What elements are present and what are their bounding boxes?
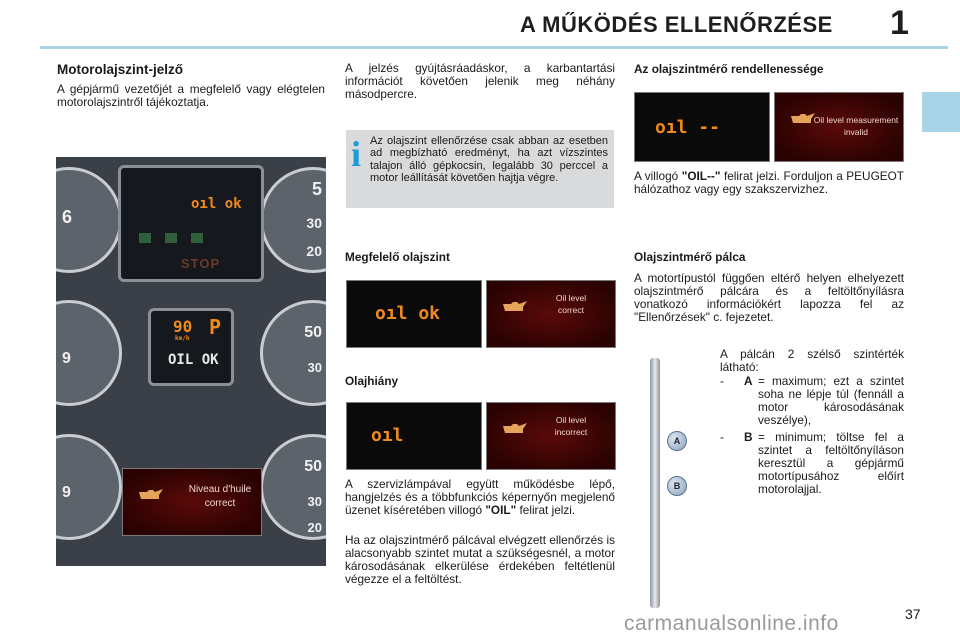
oil-ok-readout: oıl ok xyxy=(375,303,441,324)
dipstick-levels-intro: A pálcán 2 szélső szintérték látható: xyxy=(720,347,904,374)
speed-unit: km/h xyxy=(175,335,190,342)
section-heading-gauge-fault: Az olajszintmérő rendellenessége xyxy=(634,62,824,76)
chapter-side-tab xyxy=(922,92,960,132)
oil-dash-readout: oıl -- xyxy=(655,117,721,138)
speed-gauge-number-top: 5 xyxy=(311,179,322,199)
oil-readout: oıl xyxy=(371,425,404,446)
speed-gauge-number-top: 50 xyxy=(304,324,322,341)
low-oil-paragraph-2: Ha az olajszintmérő pálcával elvégzett e… xyxy=(345,533,615,586)
item-a-dash: - xyxy=(720,374,724,388)
speed-gauge-number-mid: 30 xyxy=(306,215,322,231)
speed-gauge-number-mid: 30 xyxy=(307,360,322,375)
message-line-1: Oil level xyxy=(555,293,587,303)
dipstick-paragraph: A motortípustól függően eltérő helyen el… xyxy=(634,271,904,324)
instrument-display: oıl ok STOP xyxy=(118,165,264,282)
low-oil-message: Oil level incorrect xyxy=(486,402,616,470)
speed-gauge-number-top: 50 xyxy=(304,458,322,475)
info-icon: i xyxy=(351,134,362,174)
dipstick-mark-a: A xyxy=(667,431,687,451)
oil-ok-readout: oıl ok xyxy=(191,196,242,212)
oil-can-icon xyxy=(503,301,527,311)
message-line-2: correct xyxy=(204,498,236,509)
speed-readout: 90 xyxy=(173,317,193,336)
section-heading-oil-indicator: Motorolajszint-jelző xyxy=(57,62,183,77)
watermark: carmanualsonline.info xyxy=(624,612,839,635)
info-note-box xyxy=(346,130,614,208)
message-line-1: Niveau d'huile xyxy=(188,484,252,495)
item-b-letter: B xyxy=(744,430,753,444)
item-a-letter: A xyxy=(744,374,753,388)
instrument-display: 90 km/h P xyxy=(148,308,234,386)
rev-gauge-number: 9 xyxy=(62,484,71,501)
section-heading-level-ok: Megfelelő olajszint xyxy=(345,250,450,264)
message-line-2: correct xyxy=(558,305,584,315)
item-a-text: = maximum; ezt a szintet soha ne lépje t… xyxy=(758,374,904,427)
page-number: 37 xyxy=(905,606,921,622)
level-ok-message: Oil level correct xyxy=(486,280,616,348)
stop-warning-lamp: STOP xyxy=(181,256,221,271)
level-ok-display: oıl ok xyxy=(346,280,482,348)
oil-can-icon xyxy=(503,423,527,433)
dashboard-photo-1: 6 5 30 20 oıl ok STOP xyxy=(56,157,326,290)
speed-gauge-number-mid: 30 xyxy=(307,494,322,509)
speed-gauge-number-bot: 20 xyxy=(306,243,322,259)
dipstick-illustration xyxy=(650,358,660,608)
oil-ok-readout: OIL OK xyxy=(168,352,219,368)
message-line-1: Oil level xyxy=(555,415,587,425)
rev-gauge-number: 9 xyxy=(62,350,71,367)
message-line-2: incorrect xyxy=(554,427,588,437)
warning-lamp-row xyxy=(139,230,239,244)
header-rule xyxy=(40,46,948,49)
intro-paragraph: A gépjármű vezetőjét a megfelelő vagy el… xyxy=(57,82,325,109)
display-timing-paragraph: A jelzés gyújtásráadáskor, a karbantartá… xyxy=(345,61,615,101)
message-display: Niveau d'huile correct xyxy=(122,468,262,536)
dipstick-mark-b: B xyxy=(667,476,687,496)
item-b-text: = minimum; töltse fel a szintet a feltöl… xyxy=(758,430,904,496)
speed-gauge xyxy=(260,300,326,406)
low-oil-paragraph-1: A szervizlámpával együtt működésbe lépő,… xyxy=(345,477,615,517)
dashboard-photo-3: 9 50 30 20 Niveau d'huile correct xyxy=(56,424,326,566)
low-oil-display: oıl xyxy=(346,402,482,470)
rev-gauge-number: 6 xyxy=(62,207,73,227)
gear-indicator: P xyxy=(209,315,222,339)
gauge-fault-paragraph: A villogó "OIL--" felirat jelzi. Fordulj… xyxy=(634,169,904,196)
section-heading-low-oil: Olajhiány xyxy=(345,374,399,388)
gauge-fault-display: oıl -- xyxy=(634,92,770,162)
message-line-2: invalid xyxy=(843,127,869,137)
oil-can-icon xyxy=(791,113,815,123)
speed-gauge-number-bot: 20 xyxy=(307,520,322,535)
chapter-number: 1 xyxy=(890,4,909,42)
section-heading-dipstick: Olajszintmérő pálca xyxy=(634,250,746,264)
dashboard-photo-2: 9 50 30 90 km/h P OIL OK xyxy=(56,290,326,424)
page-title: A MŰKÖDÉS ELLENŐRZÉSE xyxy=(520,12,833,37)
item-b-dash: - xyxy=(720,430,724,444)
gauge-fault-message: Oil level measurement invalid xyxy=(774,92,904,162)
oil-can-icon xyxy=(139,489,163,499)
info-note-text: Az olajszint ellenőrzése csak abban az e… xyxy=(370,135,608,185)
message-line-1: Oil level measurement xyxy=(813,115,899,125)
